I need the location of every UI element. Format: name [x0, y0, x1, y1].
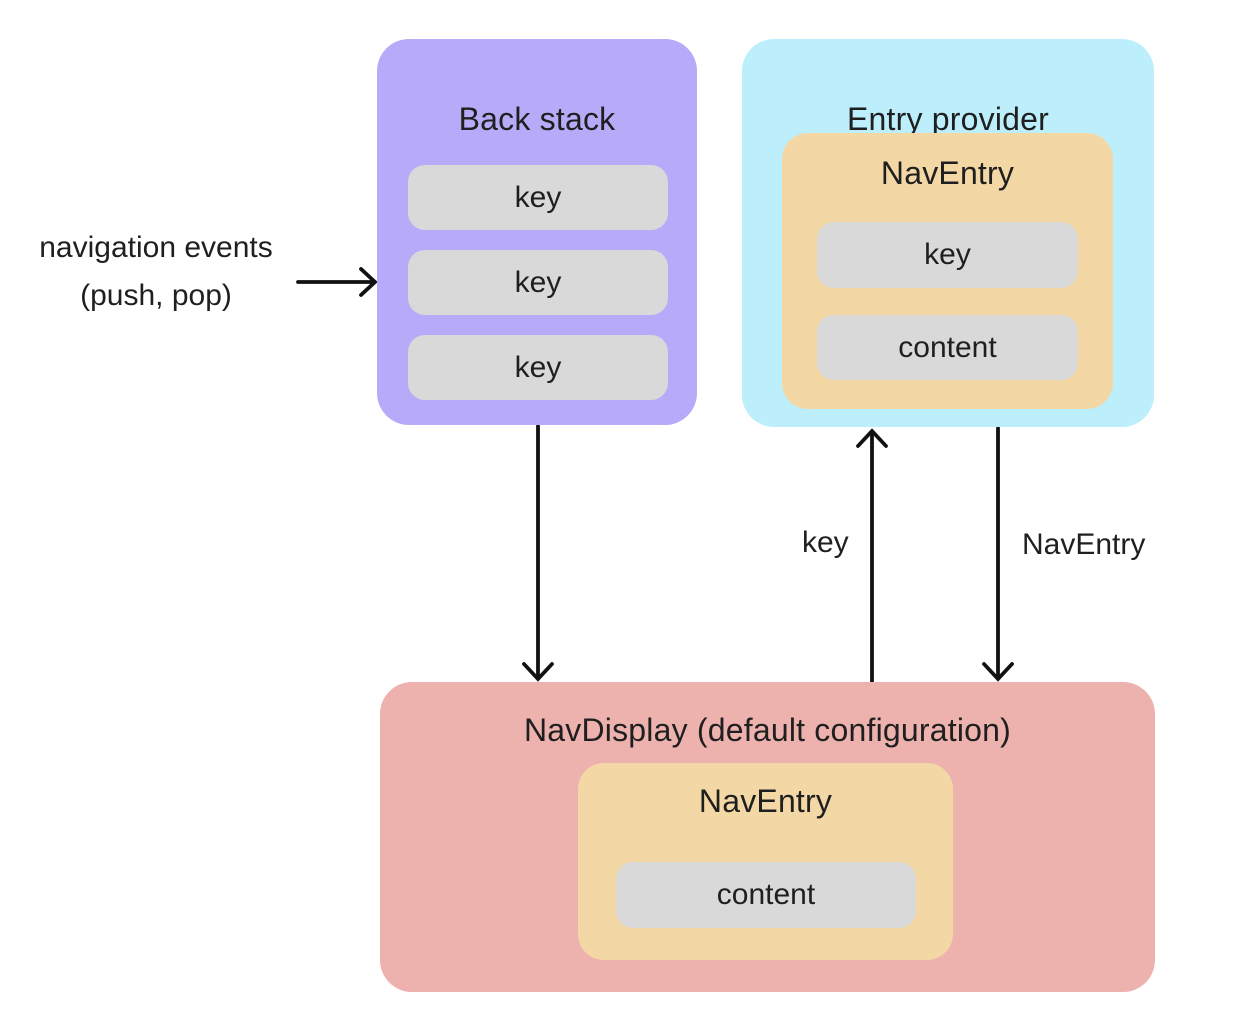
naventry-down-arrow — [982, 426, 1014, 682]
entry-provider-naventry-title: NavEntry — [880, 155, 1015, 191]
nav-display-title: NavDisplay (default configuration) — [523, 712, 1012, 748]
entry-provider-content-item: content — [817, 315, 1078, 380]
navigation-events-label: navigation events (push, pop) — [5, 224, 307, 320]
backstack-to-navdisplay-arrow — [522, 424, 554, 682]
navigation-events-line1: navigation events — [39, 231, 273, 264]
back-stack-key-item: key — [408, 250, 668, 315]
key-arrow-label: key — [802, 526, 849, 559]
back-stack-box: Back stack key key key — [377, 39, 697, 425]
back-stack-key-item: key — [408, 335, 668, 400]
nav-display-naventry-title: NavEntry — [698, 783, 833, 819]
entry-provider-box: Entry provider NavEntry key content — [742, 39, 1154, 427]
nav-display-content-item: content — [616, 862, 916, 928]
entry-provider-key-item: key — [817, 222, 1078, 288]
back-stack-title: Back stack — [458, 101, 616, 137]
nav-display-box: NavDisplay (default configuration) NavEn… — [380, 682, 1155, 992]
key-up-arrow — [856, 428, 888, 683]
naventry-arrow-label: NavEntry — [1022, 528, 1146, 561]
back-stack-key-item: key — [408, 165, 668, 230]
entry-provider-naventry-box: NavEntry key content — [782, 133, 1113, 409]
navigation-events-arrow — [296, 267, 378, 297]
entry-provider-title: Entry provider — [847, 101, 1049, 137]
navigation-events-line2: (push, pop) — [80, 279, 232, 312]
nav-display-naventry-box: NavEntry content — [578, 763, 953, 960]
